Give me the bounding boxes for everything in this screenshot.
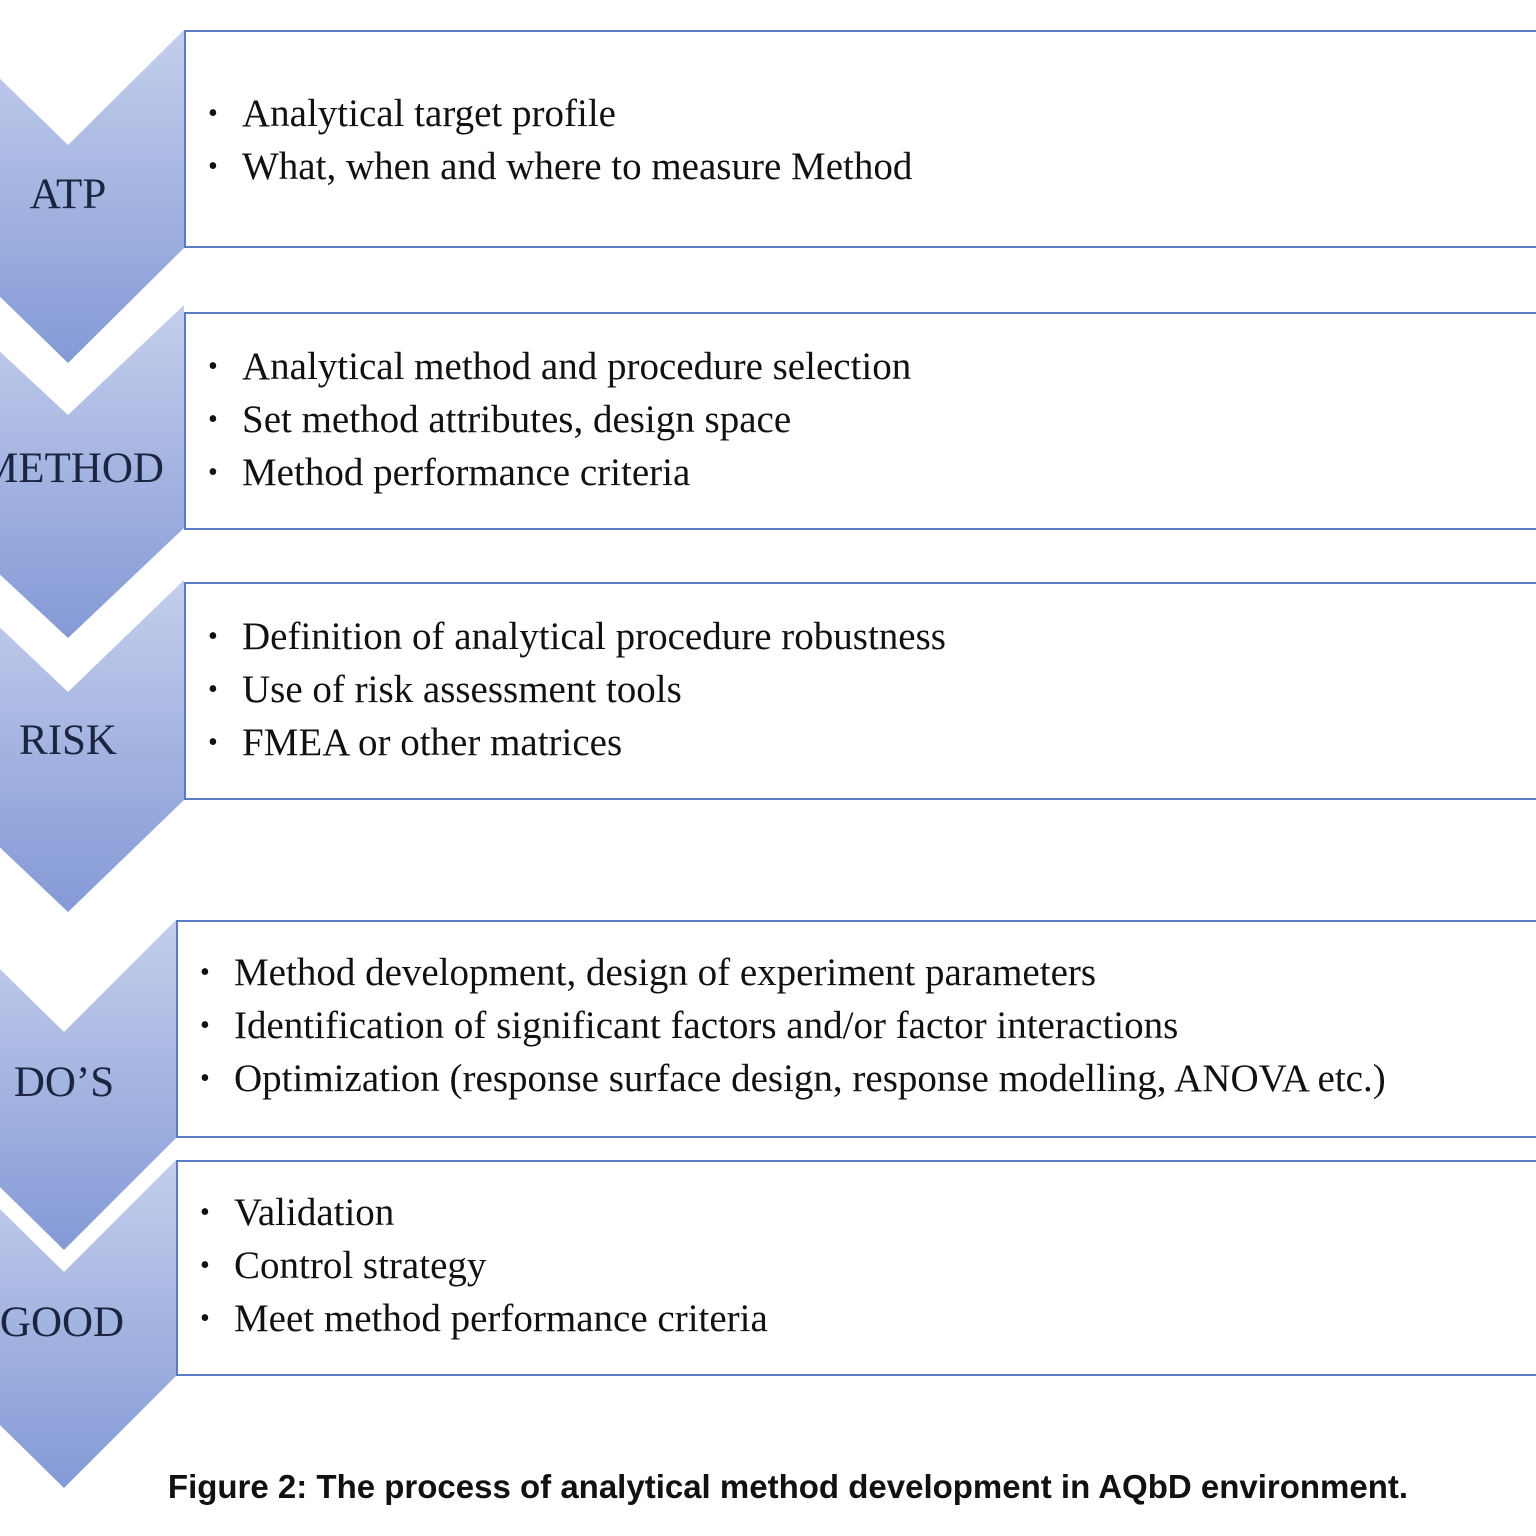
stage-dos-box: Method development, design of experiment… xyxy=(176,920,1536,1138)
stage-label-atp: ATP xyxy=(29,171,107,218)
bullet-item: Validation xyxy=(178,1186,1536,1239)
bullet-item: Method development, design of experiment… xyxy=(178,946,1536,999)
chevron-risk xyxy=(0,580,184,912)
stage-risk-box: Definition of analytical procedure robus… xyxy=(184,582,1536,800)
stage-atp-box: Analytical target profile What, when and… xyxy=(184,30,1536,248)
bullet-item: Use of risk assessment tools xyxy=(186,663,1536,716)
figure-caption: Figure 2: The process of analytical meth… xyxy=(167,1468,1409,1505)
stage-good-box: Validation Control strategy Meet method … xyxy=(176,1160,1536,1376)
stage-atp-bullets: Analytical target profile What, when and… xyxy=(186,32,1536,193)
bullet-item: Analytical method and procedure selectio… xyxy=(186,340,1536,393)
stage-good-bullets: Validation Control strategy Meet method … xyxy=(178,1162,1536,1345)
chevron-method xyxy=(0,305,184,638)
bullet-item: What, when and where to measure Method xyxy=(186,140,1536,193)
stage-risk-bullets: Definition of analytical procedure robus… xyxy=(186,584,1536,769)
chevron-atp xyxy=(0,30,184,363)
stage-dos-bullets: Method development, design of experiment… xyxy=(178,922,1536,1105)
bullet-item: Method performance criteria xyxy=(186,446,1536,499)
bullet-item: Definition of analytical procedure robus… xyxy=(186,610,1536,663)
bullet-item: Identification of significant factors an… xyxy=(178,999,1536,1052)
bullet-item: Meet method performance criteria xyxy=(178,1292,1536,1345)
bullet-item: Control strategy xyxy=(178,1239,1536,1292)
stage-label-good: GOOD xyxy=(0,1299,125,1346)
stage-label-risk: RISK xyxy=(19,717,117,764)
chevron-dos xyxy=(0,920,176,1250)
stage-label-dos: DO’S xyxy=(13,1059,115,1106)
stage-label-method: METHOD xyxy=(0,445,164,492)
stage-method-box: Analytical method and procedure selectio… xyxy=(184,312,1536,530)
bullet-item: Analytical target profile xyxy=(186,87,1536,140)
bullet-item: FMEA or other matrices xyxy=(186,716,1536,769)
bullet-item: Optimization (response surface design, r… xyxy=(178,1052,1536,1105)
stage-method-bullets: Analytical method and procedure selectio… xyxy=(186,314,1536,499)
chevron-good xyxy=(0,1160,176,1488)
bullet-item: Set method attributes, design space xyxy=(186,393,1536,446)
